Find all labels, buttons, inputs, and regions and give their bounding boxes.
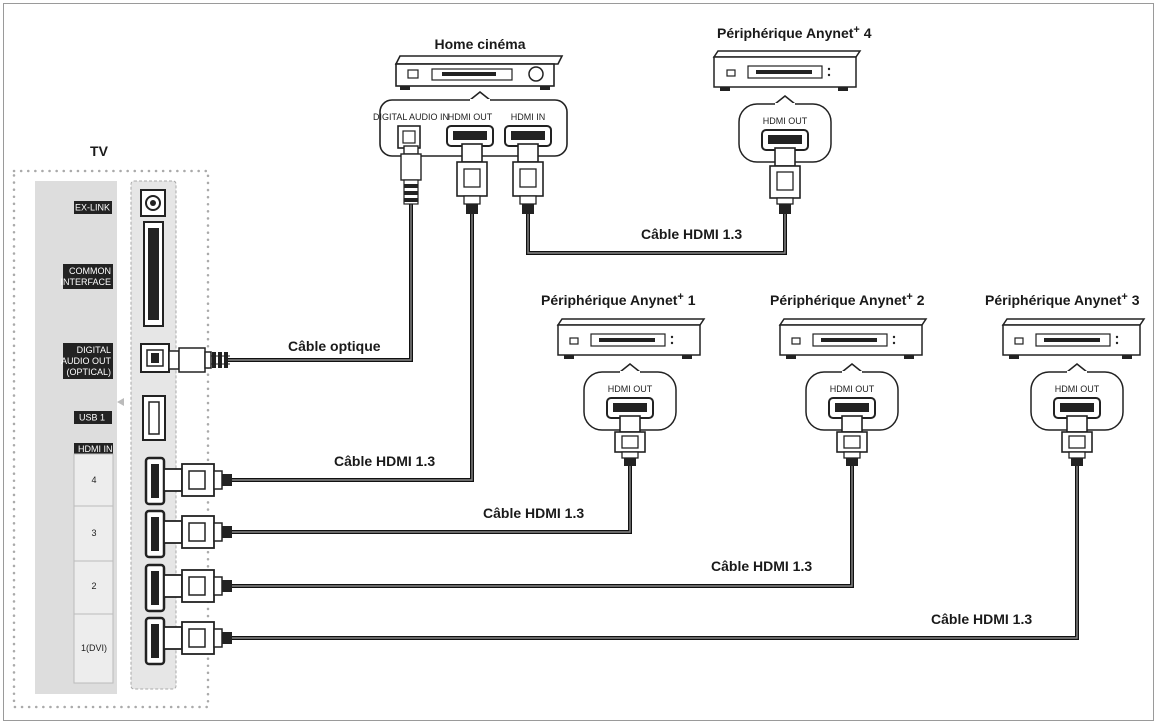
cables	[228, 204, 1079, 640]
tv-panel: EX-LINK COMMON INTERFACE DIGITAL AUDIO O…	[12, 169, 210, 709]
hc-hdmi-in-plug	[512, 143, 544, 214]
digital-audio-in-label: DIGITAL AUDIO IN	[373, 112, 449, 122]
anynet-device-1: Périphérique Anynet+ 1 HDMI OUT	[541, 291, 706, 466]
hc-hdmi-in-label: HDMI IN	[511, 112, 546, 122]
tv-hdmi-2-label: 2	[91, 581, 96, 591]
anynet-2-label: Périphérique Anynet+ 2	[770, 291, 925, 308]
hdmi-cable-label-anynet1: Câble HDMI 1.3	[483, 505, 584, 521]
anynet-device-4: Périphérique Anynet+ 4 HDMI OUT	[712, 24, 872, 214]
tv-label: TV	[90, 143, 109, 159]
tv-usb-label: USB 1	[79, 413, 105, 423]
tv-hdmi-port-4	[144, 456, 166, 506]
tv-hdmi-port-1	[144, 616, 166, 666]
tv-common-label-2: INTERFACE	[60, 277, 111, 287]
anynet-3-label: Périphérique Anynet+ 3	[985, 291, 1140, 308]
hc-hdmi-out-plug	[456, 143, 488, 214]
tv-hdmi-plug-2	[163, 569, 232, 603]
home-cinema-label: Home cinéma	[434, 36, 525, 52]
tv-hdmi-port-3	[144, 509, 166, 559]
hdmi-cable-label-anynet3: Câble HDMI 1.3	[931, 611, 1032, 627]
tv-dao-label-3: (OPTICAL)	[66, 367, 111, 377]
home-cinema-device: Home cinéma DIGITAL AUDIO IN HDMI OUT HD…	[373, 36, 568, 214]
tv-dao-label-2: AUDIO OUT	[61, 356, 112, 366]
tv-common-label-1: COMMON	[69, 266, 111, 276]
tv-hdmi-3-label: 3	[91, 528, 96, 538]
tv-hdmi-plug-1	[163, 621, 232, 655]
anynet-2-hdmi-out-label: HDMI OUT	[830, 384, 875, 394]
hdmi-cable-label-tv4: Câble HDMI 1.3	[334, 453, 435, 469]
anynet-1-hdmi-out-label: HDMI OUT	[608, 384, 653, 394]
tv-hdmi-plug-4	[163, 463, 232, 497]
tv-hdmi-4-label: 4	[91, 475, 96, 485]
optical-cable-label: Câble optique	[288, 338, 381, 354]
anynet-3-hdmi-out-label: HDMI OUT	[1055, 384, 1100, 394]
tv-dao-label-1: DIGITAL	[77, 345, 111, 355]
hdmi-cable-label-anynet2: Câble HDMI 1.3	[711, 558, 812, 574]
anynet-device-3: Périphérique Anynet+ 3 HDMI OUT	[985, 291, 1146, 466]
hc-hdmi-out-label: HDMI OUT	[448, 112, 493, 122]
hdmi-cable-label-hc-anynet4: Câble HDMI 1.3	[641, 226, 742, 242]
tv-optical-plug	[168, 347, 230, 373]
anynet-4-hdmi-out-label: HDMI OUT	[763, 116, 808, 126]
anynet-device-2: Périphérique Anynet+ 2 HDMI OUT	[770, 291, 928, 466]
tv-hdmi-port-2	[144, 563, 166, 613]
anynet-1-label: Périphérique Anynet+ 1	[541, 291, 696, 308]
tv-ex-link-label: EX-LINK	[75, 203, 110, 213]
tv-hdmi-in-label: HDMI IN	[78, 444, 113, 454]
tv-hdmi-plug-3	[163, 515, 232, 549]
anynet-4-label: Périphérique Anynet+ 4	[717, 24, 872, 41]
tv-hdmi-1-label: 1(DVI)	[81, 643, 107, 653]
